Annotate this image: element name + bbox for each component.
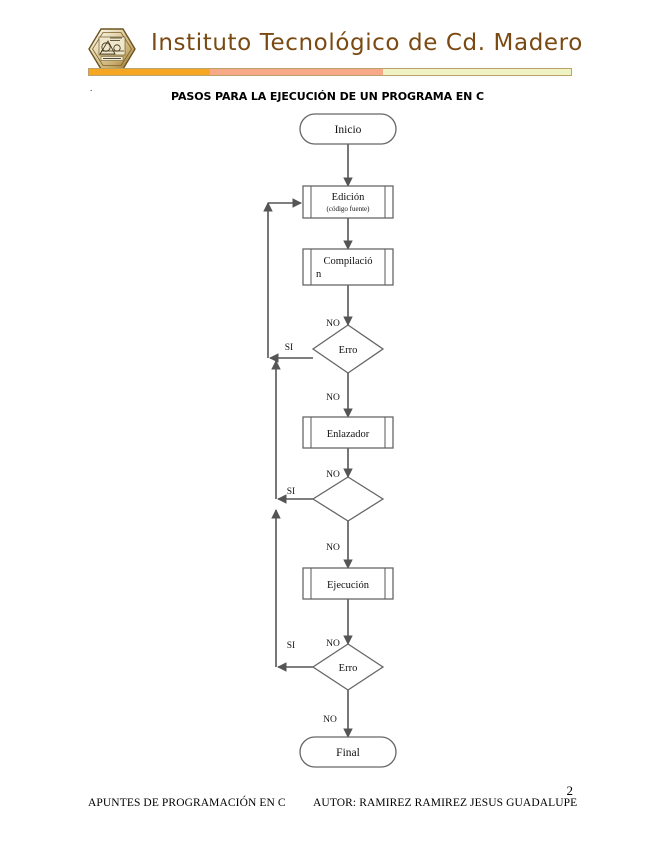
feedback-loop-error2	[271, 360, 313, 504]
node-inicio: Inicio	[299, 113, 397, 145]
page-number: 2	[566, 783, 574, 798]
node-edicion-sublabel: (código fuente)	[327, 205, 371, 213]
footer: APUNTES DE PROGRAMACIÓN EN C AUTOR: RAMI…	[88, 797, 588, 809]
flow-edge-labels: NO SI NO NO SI NO NO SI NO	[285, 319, 340, 725]
page-title: PASOS PARA LA EJECUCIÓN DE UN PROGRAMA E…	[171, 90, 484, 103]
footer-left-text: APUNTES DE PROGRAMACIÓN EN C	[88, 797, 286, 809]
edge-label-si-error2: SI	[287, 487, 295, 497]
node-ejecucion: Ejecución	[302, 567, 394, 600]
node-error1-label: Erro	[339, 345, 358, 356]
feedback-loop-error3	[271, 509, 313, 672]
divider-segment-pale	[383, 69, 571, 75]
node-error3: Erro	[311, 643, 385, 691]
node-enlazador: Enlazador	[302, 416, 394, 449]
header-divider-bar	[88, 68, 572, 76]
footer-right-text: AUTOR: RAMIREZ RAMIREZ JESUS GUADALUPE	[313, 797, 578, 809]
node-error2	[311, 476, 385, 522]
divider-segment-salmon	[209, 69, 384, 75]
edge-label-no-error3-out: NO	[323, 715, 337, 725]
institution-name: Instituto Tecnológico de Cd. Madero	[151, 30, 583, 56]
node-edicion-label: Edición	[332, 192, 365, 203]
edge-label-si-error1: SI	[285, 343, 293, 353]
edge-label-no-error1-out: NO	[326, 393, 340, 403]
edge-label-no-error2-in: NO	[326, 470, 340, 480]
stray-mark: .	[90, 83, 93, 93]
hexagon-emblem-icon	[88, 28, 136, 70]
node-final: Final	[299, 736, 397, 768]
flowchart-diagram: Inicio Edición (código fuente) Compilaci…	[263, 113, 397, 768]
node-error3-label: Erro	[339, 663, 358, 674]
node-edicion: Edición (código fuente)	[302, 185, 394, 219]
edge-label-no-error2-out: NO	[326, 543, 340, 553]
divider-segment-orange	[89, 69, 210, 75]
edge-label-no-error3-in: NO	[326, 639, 340, 649]
node-final-label: Final	[336, 747, 360, 759]
edge-label-no-error1-in: NO	[326, 319, 340, 329]
node-enlazador-label: Enlazador	[327, 429, 370, 440]
node-compilacion-label: Compilació	[324, 256, 373, 267]
feedback-loop-error1	[263, 198, 313, 363]
node-ejecucion-label: Ejecución	[327, 580, 370, 591]
node-compilacion: Compilació n	[302, 248, 394, 286]
node-inicio-label: Inicio	[335, 124, 362, 136]
edge-label-si-error3: SI	[287, 641, 295, 651]
node-compilacion-sublabel: n	[316, 269, 322, 280]
node-error1: Erro	[311, 324, 385, 374]
institution-header: Instituto Tecnológico de Cd. Madero	[88, 28, 582, 80]
